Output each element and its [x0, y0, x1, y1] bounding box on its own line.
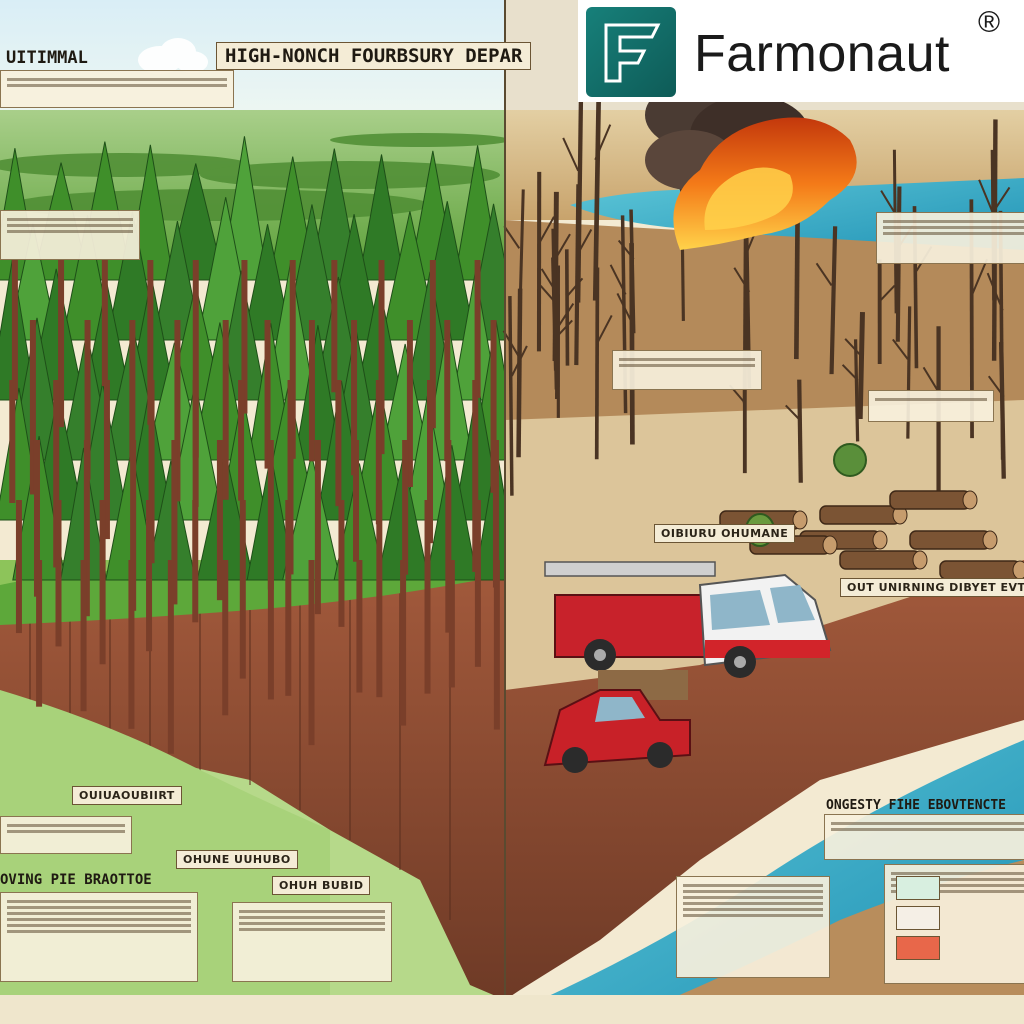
right-debris-note [868, 390, 994, 422]
legend-swatch-red [896, 936, 940, 960]
left-side-note [0, 210, 140, 260]
pickup-truck [543, 670, 691, 773]
farmonaut-logo-icon [586, 7, 676, 97]
center-heading: HIGH-NONCH FOURBSURY DEPAR [216, 42, 532, 70]
right-tag-1: OIBIURU OHUMANE [654, 524, 796, 543]
left-top-note [0, 70, 234, 108]
legend-swatch-green [896, 876, 940, 900]
left-heading: UITIMMAL [6, 48, 88, 68]
right-bottom-note [824, 814, 1024, 860]
right-bottom-heading: ONGESTY FIHE EBOVTENCTE [826, 798, 1007, 813]
left-legend-note [232, 902, 392, 982]
right-tag-2: OUT UNIRNING DIBYET EVTUBBIRE [840, 578, 1024, 597]
legend-swatch-white [896, 906, 940, 930]
right-burn-note [612, 350, 762, 390]
registered-mark: ® [978, 6, 1001, 39]
brand-logo: Farmonaut ® [578, 0, 1024, 102]
right-legend-note [676, 876, 830, 978]
right-top-note [876, 212, 1024, 264]
left-tag-1: OUIUAOUBIIRT [72, 786, 182, 805]
left-tag-2: OHUNE UUHUBO [176, 850, 298, 869]
fire-truck [544, 561, 832, 678]
brand-name: Farmonaut [694, 25, 950, 83]
left-bottom-note [0, 892, 198, 982]
left-bottom-heading: OVING PIE BRAOTTOE [0, 872, 152, 888]
left-mid-note [0, 816, 132, 854]
left-tag-3: OHUH BUBID [272, 876, 371, 895]
